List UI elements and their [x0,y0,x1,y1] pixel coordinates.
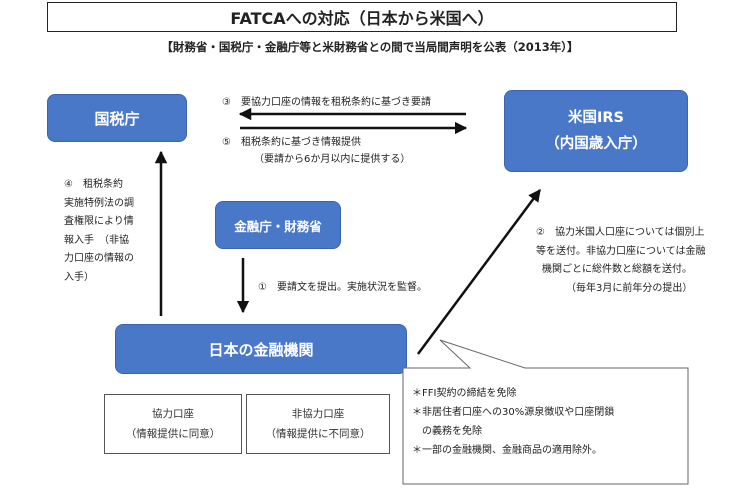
node-nta: 国税庁 [47,94,187,142]
step-4-line: 力口座の情報の [64,253,134,264]
exemption-callout-shape [402,339,689,485]
noncooperative-account-box: 非協力口座 （情報提供に不同意） [246,394,390,454]
step-4-line: ④ 租税条約 [64,179,123,190]
diagram-title: FATCAへの対応（日本から米国へ） [47,2,677,32]
step-2-line: 機関ごとに総件数と総額を送付。 [542,264,692,275]
node-japanese-financial-institution: 日本の金融機関 [115,324,407,374]
node-irs: 米国IRS （内国歳入庁） [504,90,688,172]
step-1-label: ① 要請文を提出。実施状況を監督。 [258,282,427,293]
step-4-line: 実施特例法の調 [64,197,134,209]
step-5-line-1: ⑤ 租税条約に基づき情報提供 [222,137,361,148]
callout-line: ＊一部の金融機関、金融商品の適用除外。 [412,445,602,456]
exemption-callout-text: ＊FFI契約の締結を免除 ＊非居住者口座への30%源泉徴収や口座閉鎖 の義務を免… [412,384,614,460]
cooperative-account-note: （情報提供に同意） [125,428,221,440]
diagram-subtitle: 【財務省・国税庁・金融庁等と米財務省との間で当局間声明を公表（2013年）】 [161,40,579,54]
arrow-bank-to-irs [416,188,542,355]
callout-line: ＊非居住者口座への30%源泉徴収や口座閉鎖 [412,407,615,418]
node-fsa-mof-label: 金融庁・財務省 [234,218,322,234]
step-2-line: （毎年3月に前年分の提出） [566,282,693,294]
noncooperative-account-note: （情報提供に不同意） [265,428,371,440]
step-4-label: ④ 租税条約 実施特例法の調 査権限により情 報入手 （非協 力口座の情報の 入… [64,176,134,287]
step-5-line-2: （要請から6か月以内に提供する） [254,154,411,165]
cooperative-account-label: 協力口座 [152,408,194,420]
step-4-line: 報入手 （非協 [64,234,129,246]
step-4-line: 入手） [64,271,94,283]
step-4-line: 査権限により情 [64,216,134,227]
diagram-title-text: FATCAへの対応（日本から米国へ） [230,9,494,28]
node-nta-label: 国税庁 [94,109,140,128]
node-irs-label-1: 米国IRS [567,110,624,126]
callout-line: の義務を免除 [412,426,482,437]
step-3-label: ③ 要協力口座の情報を租税条約に基づき要請 [222,97,431,108]
step-2-label: ② 協力米国人口座については個別上 等を送付。非協力口座については金融 機関ごと… [536,224,706,298]
callout-line: ＊FFI契約の締結を免除 [412,388,517,399]
cooperative-account-box: 協力口座 （情報提供に同意） [104,394,242,454]
node-fsa-mof: 金融庁・財務省 [215,201,341,249]
node-irs-label-2: （内国歳入庁） [545,136,647,152]
step-5-label: ⑤ 租税条約に基づき情報提供 （要請から6か月以内に提供する） [222,134,410,168]
step-2-line: 等を送付。非協力口座については金融 [536,245,706,257]
node-bank-label: 日本の金融機関 [208,340,314,359]
step-2-line: ② 協力米国人口座については個別上 [536,227,705,238]
noncooperative-account-label: 非協力口座 [291,408,345,420]
